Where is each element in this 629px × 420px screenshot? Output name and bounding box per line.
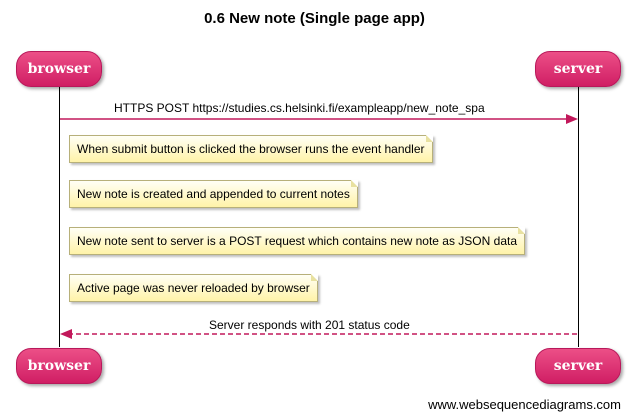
request-arrowhead bbox=[566, 114, 578, 124]
request-label: HTTPS POST https://studies.cs.helsinki.f… bbox=[114, 101, 485, 115]
diagram-title: 0.6 New note (Single page app) bbox=[204, 10, 425, 27]
watermark-link[interactable]: www.websequencediagrams.com bbox=[428, 397, 621, 412]
response-arrowhead bbox=[60, 329, 72, 339]
server-actor-bottom: server bbox=[535, 348, 621, 384]
note-post-json: New note sent to server is a POST reques… bbox=[69, 227, 525, 255]
response-label: Server responds with 201 status code bbox=[209, 318, 410, 332]
server-actor-top: server bbox=[535, 51, 621, 87]
note-never-reloaded: Active page was never reloaded by browse… bbox=[69, 274, 318, 302]
browser-actor-top: browser bbox=[16, 51, 102, 87]
browser-actor-bottom: browser bbox=[16, 348, 102, 384]
browser-lifeline bbox=[59, 85, 60, 347]
server-lifeline bbox=[578, 85, 579, 347]
note-submit-handler: When submit button is clicked the browse… bbox=[69, 135, 433, 163]
note-created-appended: New note is created and appended to curr… bbox=[69, 180, 358, 208]
